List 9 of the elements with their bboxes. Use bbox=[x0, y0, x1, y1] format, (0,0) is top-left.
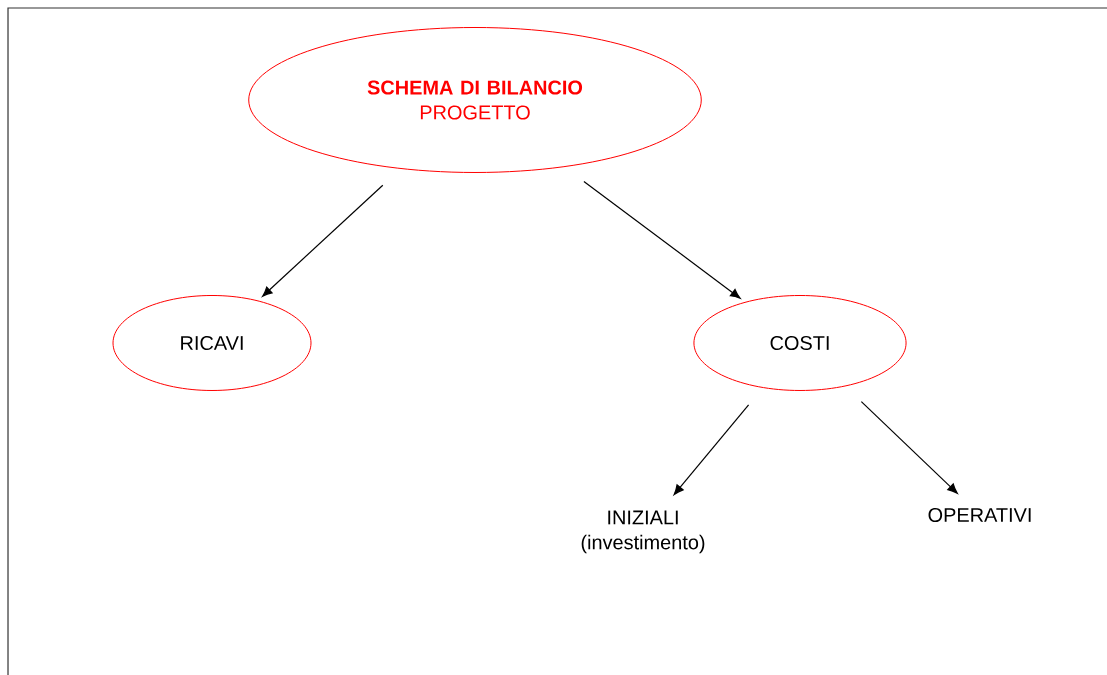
arrow bbox=[583, 180, 741, 299]
ellipse-node: SCHEMA DI BILANCIO PROGETTO bbox=[248, 27, 702, 173]
ellipse-node: COSTI bbox=[693, 295, 907, 391]
arrow bbox=[673, 404, 750, 495]
arrow bbox=[860, 401, 958, 494]
node-label: INIZIALI (investimento) bbox=[581, 510, 705, 554]
node-label: OPERATIVI bbox=[928, 507, 1031, 523]
ellipse-node: RICAVI bbox=[112, 295, 312, 391]
arrow bbox=[262, 184, 384, 297]
